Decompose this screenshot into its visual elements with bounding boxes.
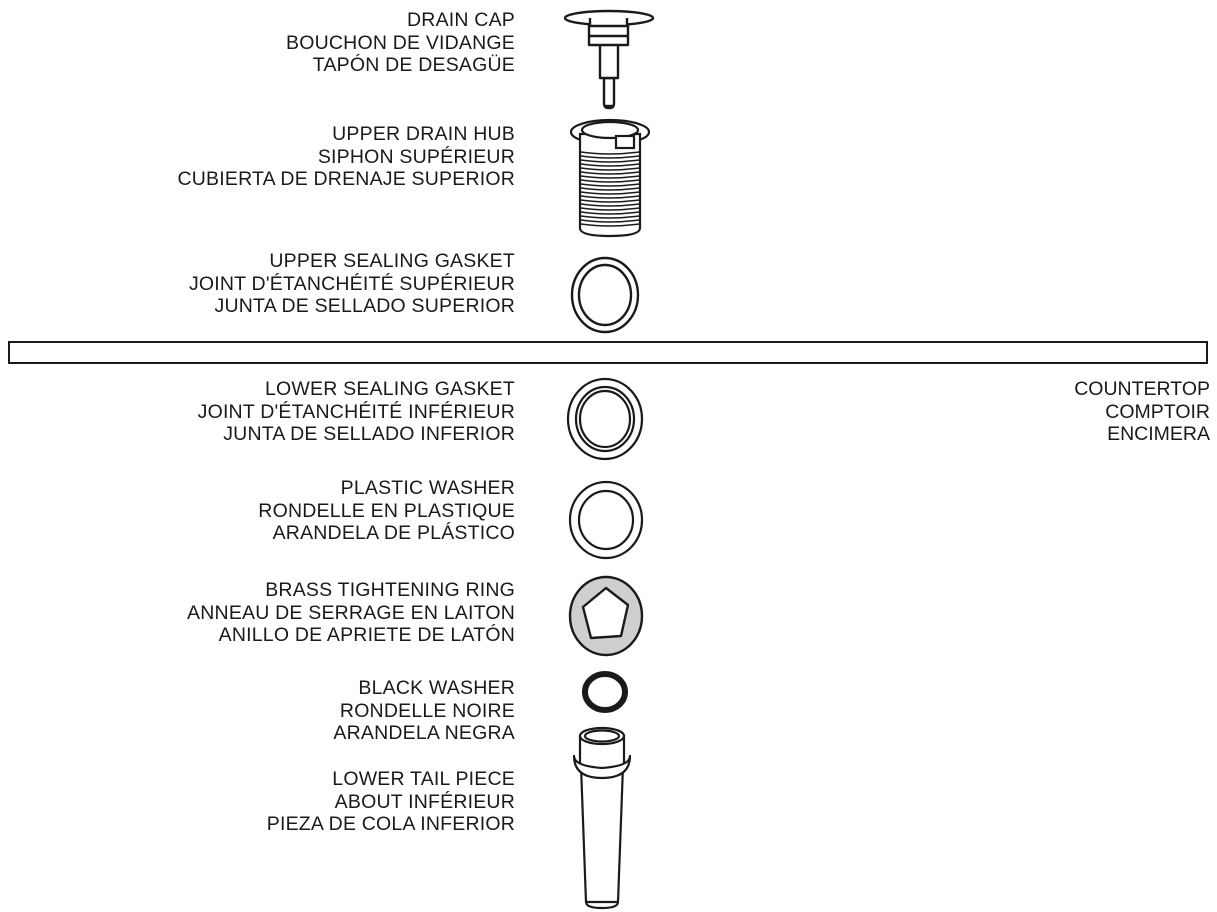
plastic-washer-label: PLASTIC WASHER RONDELLE EN PLASTIQUE ARA…: [258, 477, 515, 545]
label-es: TAPÓN DE DESAGÜE: [312, 54, 515, 76]
label-es: ENCIMERA: [1107, 423, 1210, 445]
label-en: LOWER SEALING GASKET: [265, 378, 515, 400]
thread-line: [580, 223, 640, 227]
black-washer-illustration: [582, 671, 628, 713]
countertop-slab: [8, 341, 1208, 364]
lower-sealing-gasket-illustration: [566, 377, 644, 461]
label-fr: RONDELLE EN PLASTIQUE: [258, 499, 515, 522]
thread-line: [580, 211, 640, 215]
label-fr: ABOUT INFÉRIEUR: [334, 790, 515, 813]
label-es: JUNTA DE SELLADO SUPERIOR: [214, 295, 515, 317]
thread-line: [580, 207, 640, 211]
thread-line: [580, 171, 640, 175]
thread-line: [580, 175, 640, 179]
thread-line: [580, 203, 640, 207]
label-es: ANILLO DE APRIETE DE LATÓN: [218, 624, 515, 646]
label-es: ARANDELA NEGRA: [333, 722, 515, 744]
brass-tightening-ring-label: BRASS TIGHTENING RING ANNEAU DE SERRAGE …: [187, 579, 515, 647]
lower-tail-piece-label: LOWER TAIL PIECE ABOUT INFÉRIEUR PIEZA D…: [267, 768, 515, 836]
black-washer-label: BLACK WASHER RONDELLE NOIRE ARANDELA NEG…: [333, 677, 515, 745]
thread-line: [580, 167, 640, 171]
label-fr: JOINT D'ÉTANCHÉITÉ INFÉRIEUR: [197, 400, 515, 423]
label-fr: SIPHON SUPÉRIEUR: [317, 145, 515, 168]
thread-line: [580, 187, 640, 191]
label-en: PLASTIC WASHER: [340, 477, 515, 499]
countertop-label: COUNTERTOP COMPTOIR ENCIMERA: [1074, 378, 1210, 446]
label-fr: ANNEAU DE SERRAGE EN LAITON: [187, 601, 515, 624]
label-fr: COMPTOIR: [1105, 400, 1210, 423]
label-es: ARANDELA DE PLÁSTICO: [272, 522, 515, 544]
label-es: JUNTA DE SELLADO INFERIOR: [223, 423, 515, 445]
thread-line: [580, 219, 640, 223]
plastic-washer-illustration: [568, 480, 644, 560]
thread-line: [580, 159, 640, 163]
lower-tail-piece-illustration: [572, 726, 632, 910]
lower-sealing-gasket-label: LOWER SEALING GASKET JOINT D'ÉTANCHÉITÉ …: [198, 378, 515, 446]
label-es: CUBIERTA DE DRENAJE SUPERIOR: [177, 168, 515, 190]
upper-sealing-gasket-label: UPPER SEALING GASKET JOINT D'ÉTANCHÉITÉ …: [189, 250, 515, 318]
thread-line: [580, 199, 640, 203]
label-fr: RONDELLE NOIRE: [339, 699, 515, 722]
upper-drain-hub-illustration: [569, 118, 651, 238]
thread-line: [580, 191, 640, 195]
upper-drain-hub-label: UPPER DRAIN HUB SIPHON SUPÉRIEUR CUBIERT…: [177, 123, 515, 191]
thread-line: [580, 155, 640, 159]
label-en: UPPER SEALING GASKET: [269, 250, 515, 272]
thread-line: [580, 215, 640, 219]
upper-sealing-gasket-illustration: [570, 256, 640, 334]
label-fr: JOINT D'ÉTANCHÉITÉ SUPÉRIEUR: [188, 272, 515, 295]
label-fr: BOUCHON DE VIDANGE: [286, 31, 515, 54]
label-es: PIEZA DE COLA INFERIOR: [266, 813, 515, 835]
thread-line: [580, 183, 640, 187]
label-en: LOWER TAIL PIECE: [332, 768, 515, 790]
thread-line: [580, 163, 640, 167]
drain-cap-illustration: [563, 9, 655, 110]
thread-line: [580, 179, 640, 183]
thread-line: [580, 151, 640, 155]
label-en: DRAIN CAP: [407, 9, 515, 31]
thread-line: [580, 195, 640, 199]
label-en: COUNTERTOP: [1074, 378, 1210, 400]
label-en: BLACK WASHER: [358, 677, 515, 699]
label-en: BRASS TIGHTENING RING: [265, 579, 515, 601]
label-en: UPPER DRAIN HUB: [332, 123, 515, 145]
brass-tightening-ring-illustration: [568, 575, 644, 657]
drain-cap-label: DRAIN CAP BOUCHON DE VIDANGE TAPÓN DE DE…: [286, 9, 515, 77]
